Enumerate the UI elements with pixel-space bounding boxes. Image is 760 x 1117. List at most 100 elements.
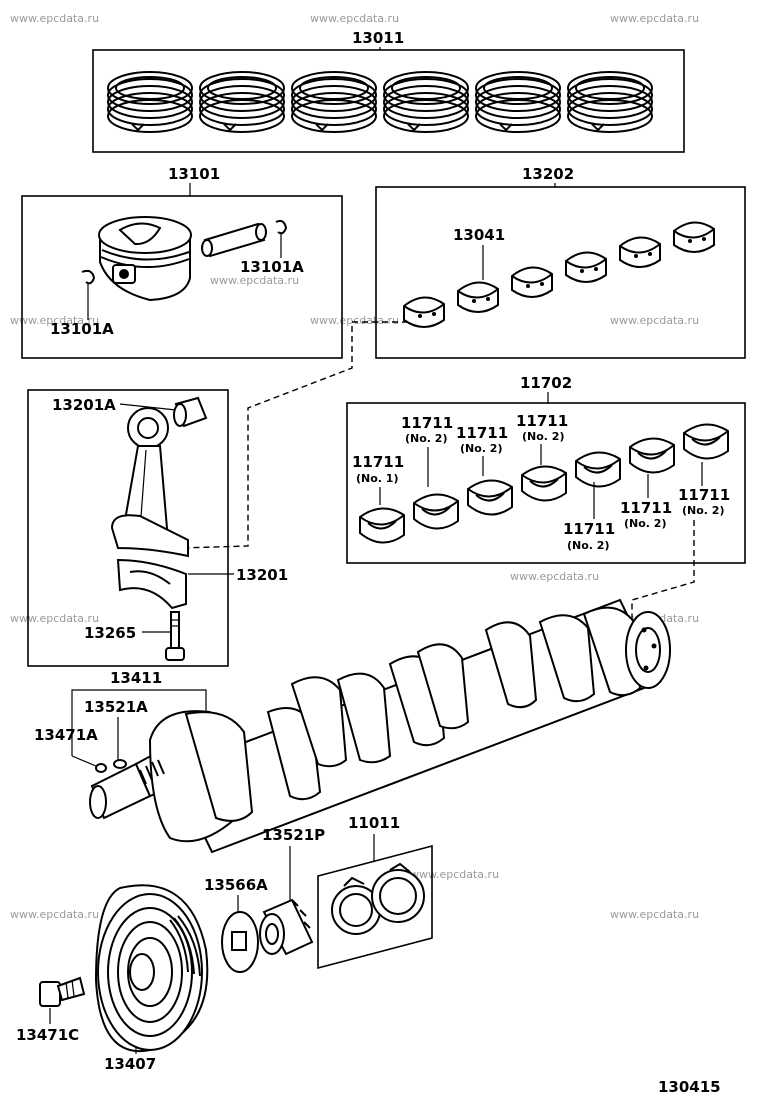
connecting-rod-group: 13201A 13201 13265 [27,389,288,667]
watermark: www.epcdata.ru [310,12,399,25]
piston-ring [383,92,469,126]
main-bearing-label-7: 11711 [678,486,730,504]
watermark: www.epcdata.ru [610,908,699,921]
watermark: www.epcdata.ru [610,314,699,327]
piston-ring [383,78,469,112]
piston-ring [567,85,653,119]
piston-ring [383,85,469,119]
pulley-bolt-illustration [39,976,86,1007]
piston-ring-stack [291,71,377,133]
piston-ring-set-group: 13011 [92,29,685,153]
conrod-illustration [110,407,189,610]
main-bearing-shells [359,423,729,544]
main-bearing-shell [521,465,567,502]
main-bearing-shell [683,423,729,460]
watermark: www.epcdata.ru [10,314,99,327]
piston-ring-gap [131,123,145,132]
piston-ring [475,78,561,112]
piston-group: 13101 13101A 13101A [21,165,343,359]
piston-ring [475,92,561,126]
part-label-13471A: 13471A [34,726,98,744]
conrod-bearing-box [375,186,746,359]
piston-ring-inner [115,76,185,100]
piston-ring [475,71,561,105]
leader-line [71,755,97,767]
gasket-kit-seals [331,862,425,935]
main-bearing-shell [467,479,513,516]
piston-illustration [98,216,192,302]
main-bearing-label-1: 11711 [352,453,404,471]
piston-ring-stack [383,71,469,133]
main-bearing-label-4: 11711 [516,412,568,430]
part-label-13265: 13265 [84,624,136,642]
piston-ring-stack [107,71,193,133]
piston-ring [107,71,193,105]
part-label-13041: 13041 [453,226,505,244]
piston-ring-inner [575,76,645,100]
timing-pulley-group: 13521P [259,826,325,956]
piston-ring [199,92,285,126]
main-bearing-box [346,402,746,564]
main-bearing-shell [629,437,675,474]
conrod-bearing-shell [403,296,445,328]
crank-pulley-group: 13407 [94,884,209,1073]
main-bearing-note-3: (No. 2) [460,442,502,455]
part-label-13566A: 13566A [204,876,268,894]
watermark: www.epcdata.ru [10,908,99,921]
watermark: www.epcdata.ru [510,570,599,583]
part-label-11702: 11702 [520,374,572,392]
piston-pin-illustration [201,222,267,258]
gasket-kit-box [317,844,433,970]
piston-ring-inner [207,76,277,100]
main-bearing-note-7: (No. 2) [682,504,724,517]
piston-ring [475,85,561,119]
part-label-13101A-left: 13101A [50,320,114,338]
main-bearing-note-5: (No. 2) [567,539,609,552]
diagram-code: 130415 [658,1078,721,1096]
main-bearing-label-6: 11711 [620,499,672,517]
watermark: www.epcdata.ru [210,274,299,287]
main-bearing-label-3: 11711 [456,424,508,442]
dashed-connector [631,520,695,622]
watermark: www.epcdata.ru [10,12,99,25]
conrod-bearing-shell [673,221,715,253]
part-label-13471C: 13471C [16,1026,79,1044]
pulley-bolt-group: 13471C [16,976,86,1044]
piston-ring-inner [483,76,553,100]
piston-ring-stack [475,71,561,133]
piston-ring-gap [315,123,329,132]
piston-ring-gap [591,123,605,132]
piston-ring [291,92,377,126]
piston-ring-stacks [107,71,653,133]
part-label-11011: 11011 [348,814,400,832]
conrod-bearing-shell [565,251,607,283]
main-bearing-shell [359,507,405,544]
piston-ring [291,71,377,105]
part-label-13411: 13411 [110,669,162,687]
conrod-bearing-shell [511,266,553,298]
piston-ring [107,85,193,119]
piston-ring [567,92,653,126]
piston-ring [107,78,193,112]
main-bearing-note-6: (No. 2) [624,517,666,530]
part-label-13101: 13101 [168,165,220,183]
watermark: www.epcdata.ru [410,868,499,881]
dashed-connector [179,321,408,549]
leader-line [71,689,207,756]
watermark: www.epcdata.ru [310,314,399,327]
timing-pulley-illustration [259,898,314,956]
piston-ring [107,92,193,126]
piston-ring-gap [499,123,513,132]
snap-ring-right [275,219,288,235]
connecting-rod-box [27,389,229,667]
piston-ring [199,71,285,105]
main-bearing-note-1: (No. 1) [356,472,398,485]
part-label-13101A-right: 13101A [240,258,304,276]
main-bearing-label-2: 11711 [401,414,453,432]
part-label-13011: 13011 [352,29,404,47]
piston-ring [291,85,377,119]
piston-ring-set-box [92,49,685,153]
piston-ring [199,85,285,119]
part-label-13521A: 13521A [84,698,148,716]
